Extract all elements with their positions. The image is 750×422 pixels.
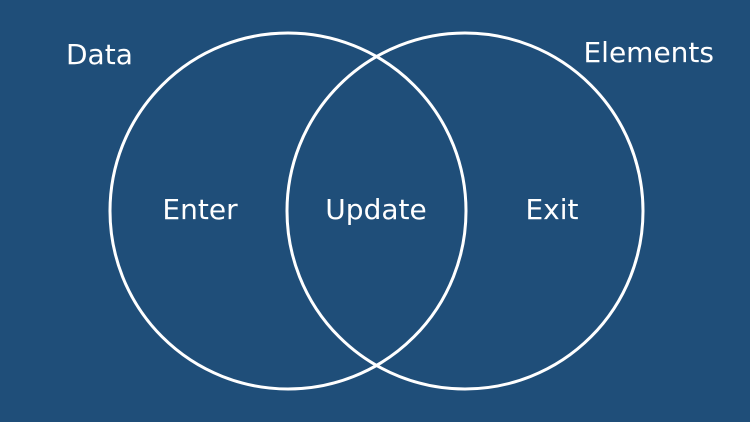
elements-set-circle xyxy=(285,31,645,391)
enter-region-label: Enter xyxy=(162,193,238,226)
exit-region-label: Exit xyxy=(525,193,579,226)
data-set-label: Data xyxy=(66,38,133,71)
elements-set-label: Elements xyxy=(583,36,714,69)
data-set-circle xyxy=(108,31,468,391)
update-region-label: Update xyxy=(325,193,427,226)
